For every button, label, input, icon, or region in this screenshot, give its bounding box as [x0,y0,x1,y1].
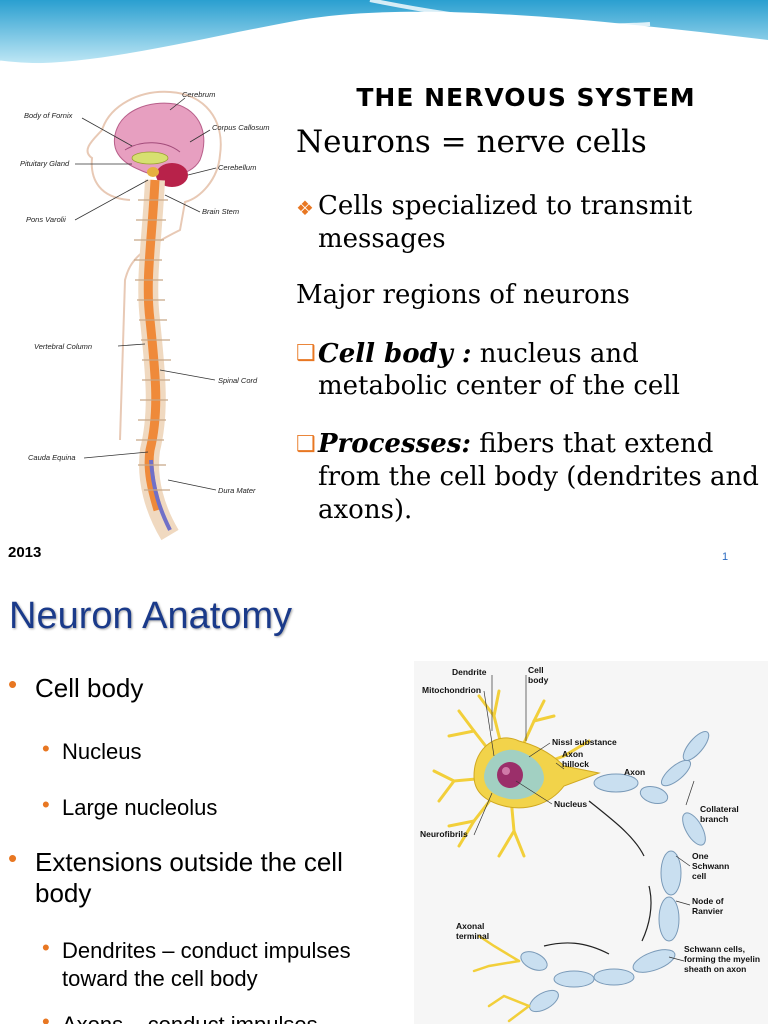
label-fornix: Body of Fornix [24,111,73,120]
label-brain-stem: Brain Stem [202,207,239,216]
label-mitochondrion: Mitochondrion [422,685,481,695]
label-cell-body-1: Cell [528,665,544,675]
bullet-processes: ❑ Processes: fibers that extend from the… [296,428,766,527]
label-hillock-2: hillock [562,759,589,769]
label-schwann-3: cell [692,871,706,881]
bullet-extensions-text: Extensions outside the cell body [35,847,343,908]
label-dura-mater: Dura Mater [218,486,256,495]
bullet-dendrites-text: Dendrites – conduct impulses toward the … [62,938,351,991]
cell-body-term: Cell body : [318,339,472,369]
label-cell-body-2: body [528,675,549,685]
bullet-nucleolus-text: Large nucleolus [62,795,218,820]
bullet-dot-icon: • [8,669,18,699]
label-nissl: Nissl substance [552,737,617,747]
label-vertebral-column: Vertebral Column [34,342,92,351]
label-cerebellum: Cerebellum [218,163,256,172]
label-pons: Pons Varolii [26,215,66,224]
slide-title-neuron-anatomy: Neuron Anatomy [9,595,293,637]
bullet-extensions: • Extensions outside the cell body [8,843,403,909]
regions-line: Major regions of neurons [296,280,630,310]
bullet-axons: • Axons – conduct impulses [42,1009,412,1024]
bullet-dot-icon: • [8,843,18,873]
bullet-dot-icon: • [42,792,50,817]
label-cauda-equina: Cauda Equina [28,453,76,462]
label-collateral-1: Collateral [700,804,739,814]
label-corpus-callosum: Corpus Callosum [212,123,270,132]
label-hillock-1: Axon [562,749,583,759]
slide-2: Neuron Anatomy • Cell body • Nucleus • L… [0,573,768,1024]
label-terminal-1: Axonal [456,921,484,931]
bullet-specialized: ❖ Cells specialized to transmit messages [296,190,766,256]
bullet-axons-text: Axons – conduct impulses [42,1011,412,1024]
slide-1: Cerebrum Body of Fornix Corpus Callosum … [0,0,768,563]
bullet-specialized-text: Cells specialized to transmit messages [318,191,693,254]
cell-body-desc: nucleus and metabolic center of the cell [318,339,680,401]
label-dendrite: Dendrite [452,667,487,677]
square-bullet-icon: ❑ [296,432,316,457]
label-neurofibrils: Neurofibrils [420,829,468,839]
bullet-cell-body-2-text: Cell body [35,673,144,703]
nervous-system-figure: Cerebrum Body of Fornix Corpus Callosum … [20,90,270,541]
diamond-bullet-icon: ❖ [296,196,314,220]
neuron-figure: Dendrite Cell body Mitochondrion Nissl s… [414,661,768,1024]
label-schwann-1: One [692,851,709,861]
bullet-dendrites: • Dendrites – conduct impulses toward th… [42,935,412,993]
bullet-dot-icon: • [42,935,50,960]
label-ranvier-1: Node of [692,896,724,906]
heading-neurons: Neurons = nerve cells [296,124,647,160]
square-bullet-icon: ❑ [296,341,316,366]
slide-title: THE NERVOUS SYSTEM [356,83,696,112]
bullet-dot-icon: • [42,1009,50,1024]
label-cerebrum: Cerebrum [182,90,215,99]
page-number: 1 [722,551,729,563]
label-sheath-1: Schwann cells, [684,944,745,954]
label-sheath-3: sheath on axon [684,964,746,974]
processes-desc: fibers that extend from the cell body (d… [318,429,759,525]
bullet-dot-icon: • [42,736,50,761]
label-schwann-2: Schwann [692,861,729,871]
processes-term: Processes: [318,429,472,459]
label-nucleus: Nucleus [554,799,587,809]
label-ranvier-2: Ranvier [692,906,724,916]
label-sheath-2: forming the myelin [684,954,760,964]
bullet-nucleus-text: Nucleus [62,739,142,764]
label-collateral-2: branch [700,814,728,824]
header-wave-decoration [0,0,768,75]
label-terminal-2: terminal [456,931,489,941]
label-axon: Axon [624,767,645,777]
label-spinal-cord: Spinal Cord [218,376,258,385]
label-pituitary: Pituitary Gland [20,159,70,168]
bullet-cell-body: ❑ Cell body : nucleus and metabolic cent… [296,338,766,402]
footer-year: 2013 [8,544,42,561]
